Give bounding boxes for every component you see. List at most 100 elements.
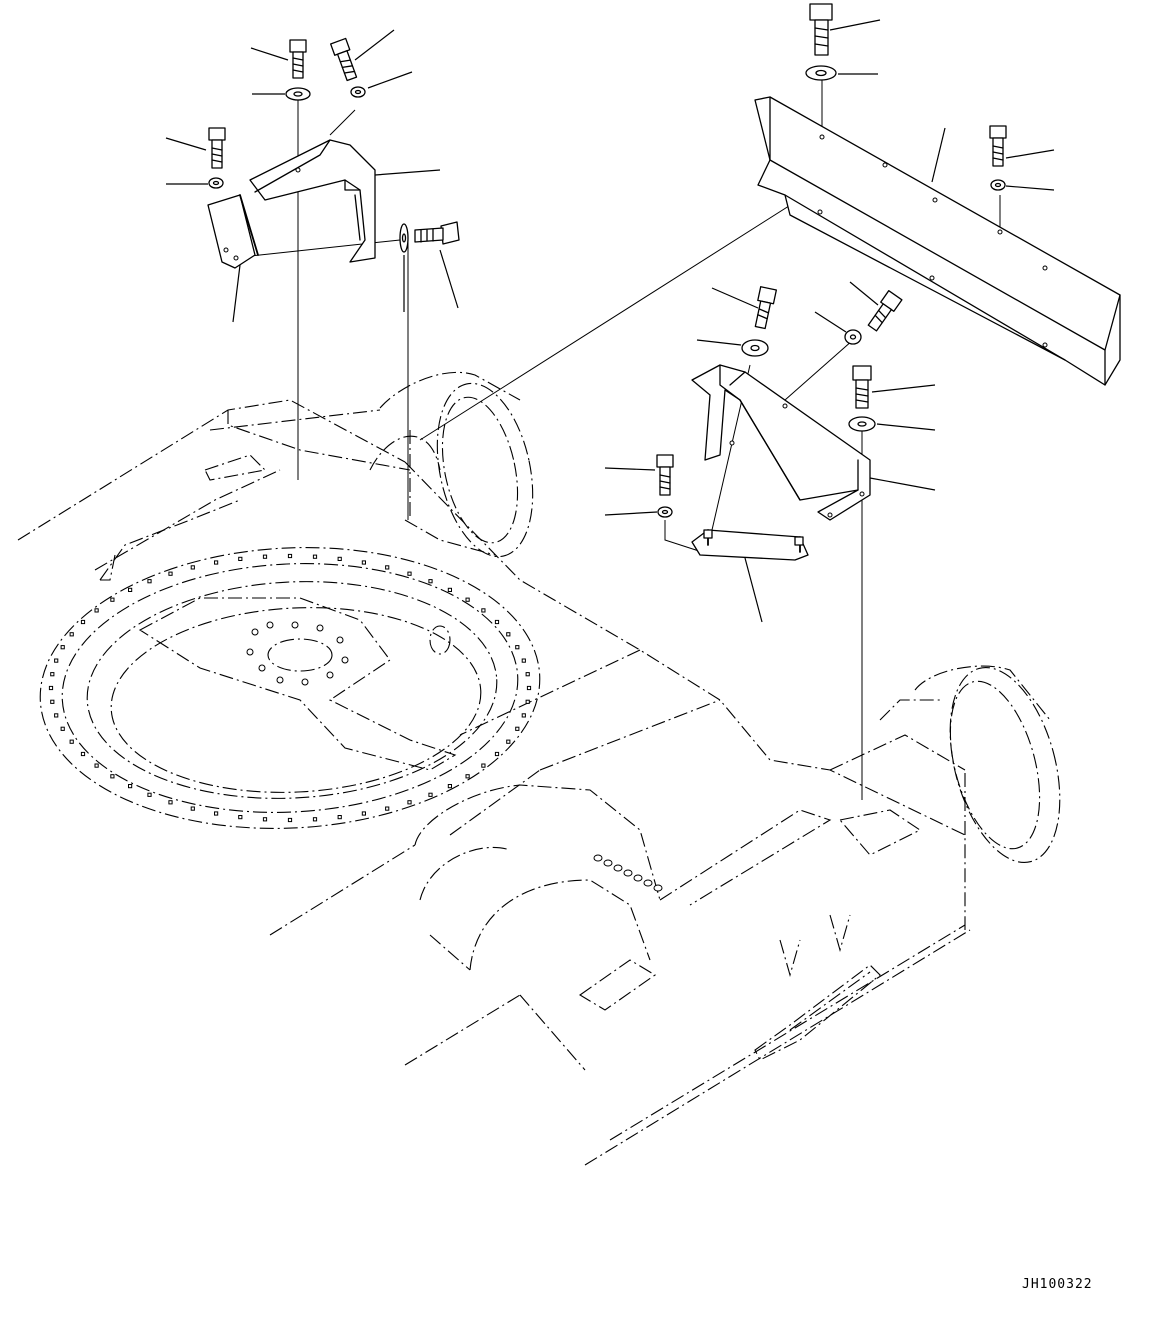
bolt-hole (312, 554, 318, 559)
bolt-hole (258, 664, 266, 672)
bolt-hole (643, 879, 653, 887)
bolt-hole (287, 553, 293, 559)
bolt-hole (526, 685, 532, 691)
bolt-hole (276, 676, 284, 684)
front-idler-housing (369, 371, 534, 558)
bolt-hole (238, 556, 243, 561)
bolt-hole (428, 579, 433, 584)
bolt-hole (361, 811, 366, 816)
bolt-hole (214, 811, 219, 816)
bolt-hole (147, 579, 152, 584)
bolt-hole (60, 726, 65, 731)
horizontal-bolt-left (399, 221, 460, 253)
bolt-hole (54, 658, 59, 663)
bolt-hole (110, 597, 115, 602)
bolt-hole (613, 864, 623, 872)
bolt-hole (385, 806, 390, 811)
bolt-hole (506, 632, 511, 637)
washer-mid-left (741, 339, 769, 357)
bolt-mid-right-tilted (867, 290, 903, 332)
bolt-hole (48, 685, 54, 691)
bolt-hole (447, 587, 452, 592)
lock-washer-right-edge (990, 179, 1006, 191)
bolt-hole (301, 678, 309, 686)
left-small-plate (207, 194, 259, 269)
rear-sprocket-housing (879, 665, 1061, 864)
bolt-lower-mid (656, 454, 674, 496)
bolt-hole (447, 784, 452, 789)
washer-mid-right (848, 416, 876, 432)
bolt-hole (80, 619, 86, 625)
bolt-hole (266, 621, 274, 629)
lock-washer-mid-right (844, 329, 862, 345)
bolt-hole (54, 713, 59, 718)
bolt-hole (60, 645, 65, 650)
bolt-hole (214, 560, 219, 565)
bolt-hole (50, 672, 55, 677)
bolt-hole (593, 854, 603, 862)
center-frame-body (414, 784, 922, 1011)
washer-top-left (285, 87, 311, 101)
bolt-hole (481, 608, 486, 613)
bolt-hole (603, 859, 613, 867)
bolt-hole (94, 608, 99, 613)
bolt-mid-left (208, 127, 226, 169)
frame-bolt-holes (593, 854, 663, 892)
bolt-hole (653, 884, 663, 892)
bolt-hole (312, 817, 318, 822)
bolt-hole (147, 792, 152, 797)
drawing-code-label: JH100322 (1022, 1277, 1093, 1292)
bolt-hole (238, 815, 243, 820)
bolt-hole (341, 656, 349, 664)
lock-washer-lower-mid (657, 506, 673, 518)
bolt-tilted-left (329, 37, 358, 82)
bolt-hole (80, 751, 86, 757)
bolt-hole (515, 645, 520, 650)
bolt-top-left (289, 39, 307, 79)
bolt-mid-right (852, 365, 872, 409)
bolt-hole (428, 792, 433, 797)
bolt-hole (326, 671, 334, 679)
bolt-hole (190, 565, 195, 570)
bolt-hole (94, 763, 99, 768)
swing-circle (39, 547, 541, 829)
bolt-hole (50, 699, 55, 704)
bolt-hole (506, 739, 511, 744)
bolt-hole (361, 560, 366, 565)
bolt-hole (494, 619, 500, 625)
bolt-hole (110, 774, 115, 779)
bolt-hole (525, 699, 530, 704)
bolt-hole (465, 597, 470, 602)
bolt-hole (494, 751, 500, 757)
bolt-hole (246, 648, 254, 656)
left-cover-bracket (249, 139, 376, 263)
bolt-hole (69, 632, 74, 637)
bolt-hole (168, 800, 173, 805)
bolt-hole (69, 739, 74, 744)
bolt-hole (407, 800, 412, 805)
bolt-hole (521, 658, 526, 663)
track-guard (754, 964, 881, 1061)
bolt-hole (521, 713, 526, 718)
bolt-hole (287, 817, 293, 823)
bolt-mid-angled (754, 286, 778, 330)
bolt-hole (633, 874, 643, 882)
bolt-hole (262, 817, 268, 822)
lock-washer-left (350, 86, 366, 98)
mid-small-plate (691, 529, 809, 561)
bolt-hole (337, 815, 342, 820)
bolt-hole (316, 624, 324, 632)
bolt-hole (291, 621, 299, 629)
bolt-hole (515, 726, 520, 731)
bolt-hole (407, 571, 412, 576)
center-plate-bolt-holes (246, 621, 349, 686)
track-frame (17, 399, 971, 1166)
mid-cover-bracket (691, 364, 871, 521)
long-angle-cover (754, 96, 1121, 386)
washer-top-right (805, 65, 837, 81)
bolt-top-right (809, 3, 833, 56)
bolt-hole (168, 571, 173, 576)
bolt-hole (336, 636, 344, 644)
